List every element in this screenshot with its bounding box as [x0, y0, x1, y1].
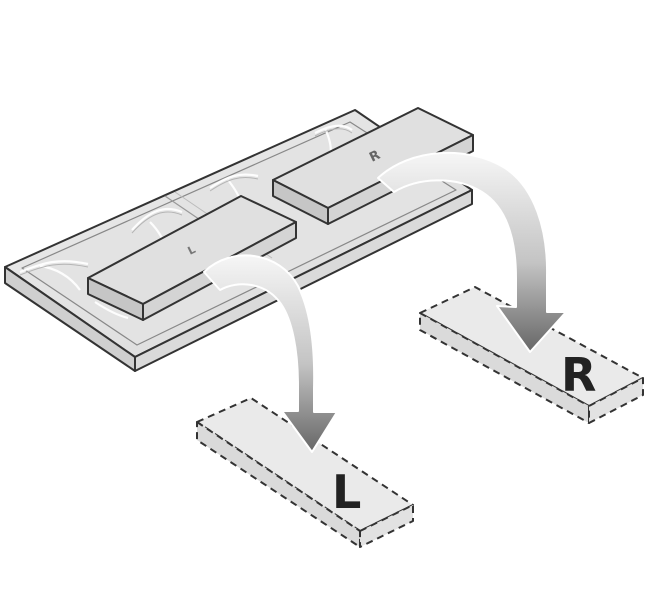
- arrow-right: [377, 151, 567, 353]
- target-right-side: [588, 377, 644, 424]
- target-right-label: R: [561, 348, 596, 402]
- target-left: L: [196, 397, 414, 548]
- tray-right-face: [134, 189, 473, 372]
- arrow-left-shaft: [203, 254, 338, 453]
- tray-film-shadow: [19, 128, 353, 276]
- target-left-side: [359, 504, 414, 548]
- arrow-left: [203, 254, 338, 453]
- arrow-right-shaft: [377, 151, 567, 353]
- target-left-label: L: [332, 465, 361, 519]
- target-left-front: [196, 421, 361, 548]
